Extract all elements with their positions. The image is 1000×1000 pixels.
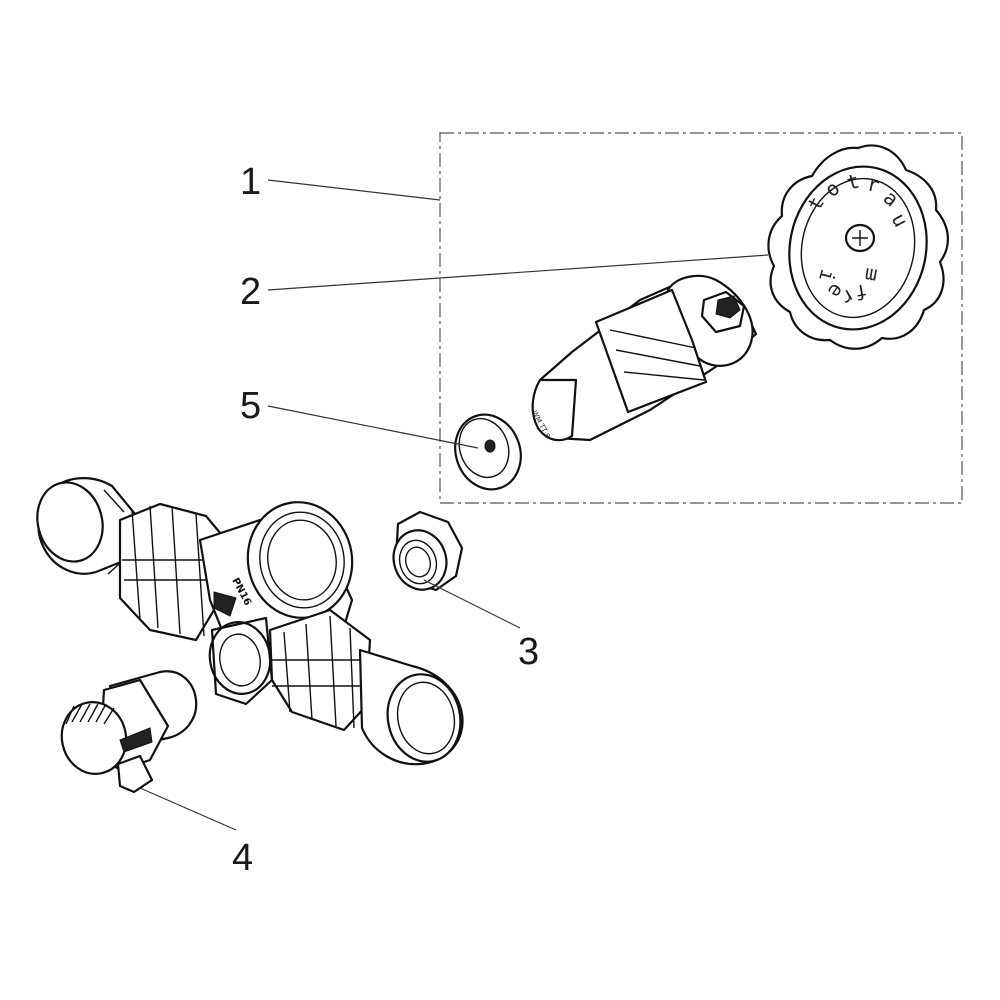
callout-label-5: 5 bbox=[240, 385, 261, 427]
svg-text:f: f bbox=[853, 279, 869, 305]
drain-valve bbox=[60, 670, 198, 794]
callout-label-2: 2 bbox=[240, 271, 261, 313]
valve-upper-part: WM TT 8 bbox=[530, 274, 758, 442]
valve-disc bbox=[454, 413, 522, 491]
svg-text:t: t bbox=[844, 169, 862, 195]
leader-line-3 bbox=[423, 579, 521, 629]
svg-text:m: m bbox=[863, 263, 879, 289]
callout-label-1: 1 bbox=[240, 161, 261, 203]
leader-line-5 bbox=[267, 405, 479, 449]
valve-body: PN16 bbox=[36, 477, 464, 766]
leader-line-2 bbox=[267, 254, 769, 291]
assembly-1-boundary bbox=[439, 132, 963, 504]
handwheel: t o t r a u m f r e i bbox=[767, 144, 949, 350]
callout-label-3: 3 bbox=[518, 631, 539, 673]
plug bbox=[392, 510, 464, 592]
leader-line-1 bbox=[267, 179, 441, 201]
callout-label-4: 4 bbox=[232, 837, 253, 879]
svg-text:i: i bbox=[814, 267, 840, 285]
leader-line-4 bbox=[139, 787, 237, 831]
svg-text:r: r bbox=[865, 171, 882, 197]
